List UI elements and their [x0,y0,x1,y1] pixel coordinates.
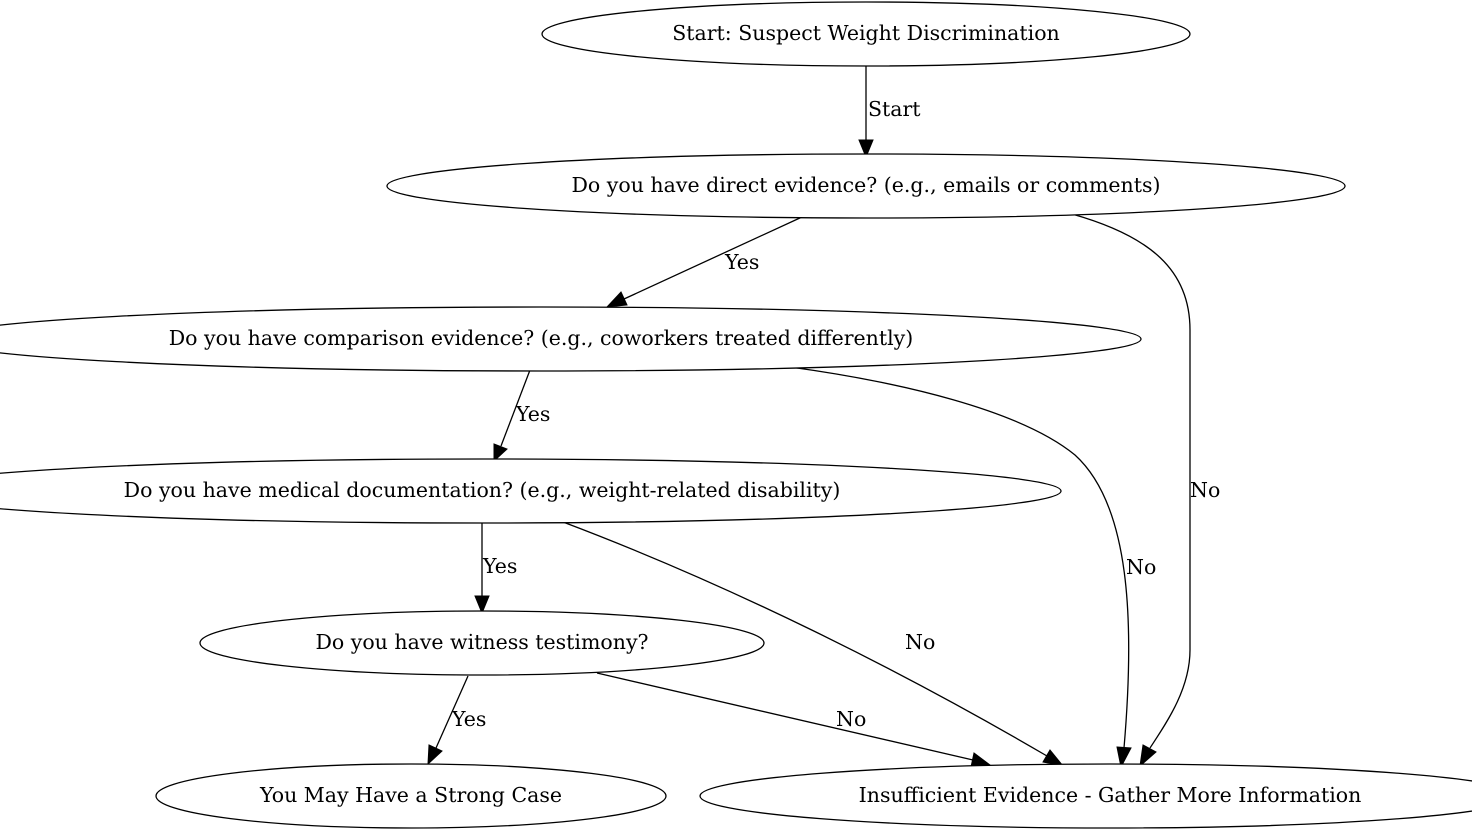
node-start: Start: Suspect Weight Discrimination [541,1,1191,67]
edge-label-direct-no: No [1190,478,1220,502]
node-direct-evidence: Do you have direct evidence? (e.g., emai… [386,153,1346,219]
edge-label-comparison-no: No [1126,555,1156,579]
edge-direct-no: No [1071,213,1220,768]
edge-label-medical-no: No [905,630,935,654]
edge-direct-yes: Yes [605,216,803,308]
edge-witness-yes: Yes [427,675,486,766]
edge-label-medical-yes: Yes [482,554,517,578]
edge-label-comparison-yes: Yes [515,402,550,426]
edge-start-to-direct-evidence: Start [858,66,921,159]
node-comparison-evidence-label: Do you have comparison evidence? (e.g., … [169,326,914,350]
node-insufficient-evidence: Insufficient Evidence - Gather More Info… [699,763,1472,829]
node-direct-evidence-label: Do you have direct evidence? (e.g., emai… [572,173,1161,197]
node-strong-case-label: You May Have a Strong Case [259,783,562,807]
edge-witness-no: No [596,672,992,768]
node-comparison-evidence: Do you have comparison evidence? (e.g., … [0,306,1142,372]
node-insufficient-evidence-label: Insufficient Evidence - Gather More Info… [859,783,1362,807]
edge-label-witness-yes: Yes [451,707,486,731]
node-start-label: Start: Suspect Weight Discrimination [672,21,1060,45]
edge-label-direct-yes: Yes [724,250,759,274]
edge-comparison-yes: Yes [493,369,550,463]
edge-medical-no: No [562,521,1065,767]
node-witness-testimony: Do you have witness testimony? [199,610,765,676]
edge-medical-yes: Yes [474,522,517,615]
edge-label-witness-no: No [836,707,866,731]
node-witness-testimony-label: Do you have witness testimony? [315,630,648,654]
node-medical-documentation: Do you have medical documentation? (e.g.… [0,458,1062,524]
node-medical-documentation-label: Do you have medical documentation? (e.g.… [124,478,841,502]
edge-label-start: Start [868,97,921,121]
edge-comparison-no: No [789,366,1156,769]
node-strong-case: You May Have a Strong Case [155,763,667,829]
